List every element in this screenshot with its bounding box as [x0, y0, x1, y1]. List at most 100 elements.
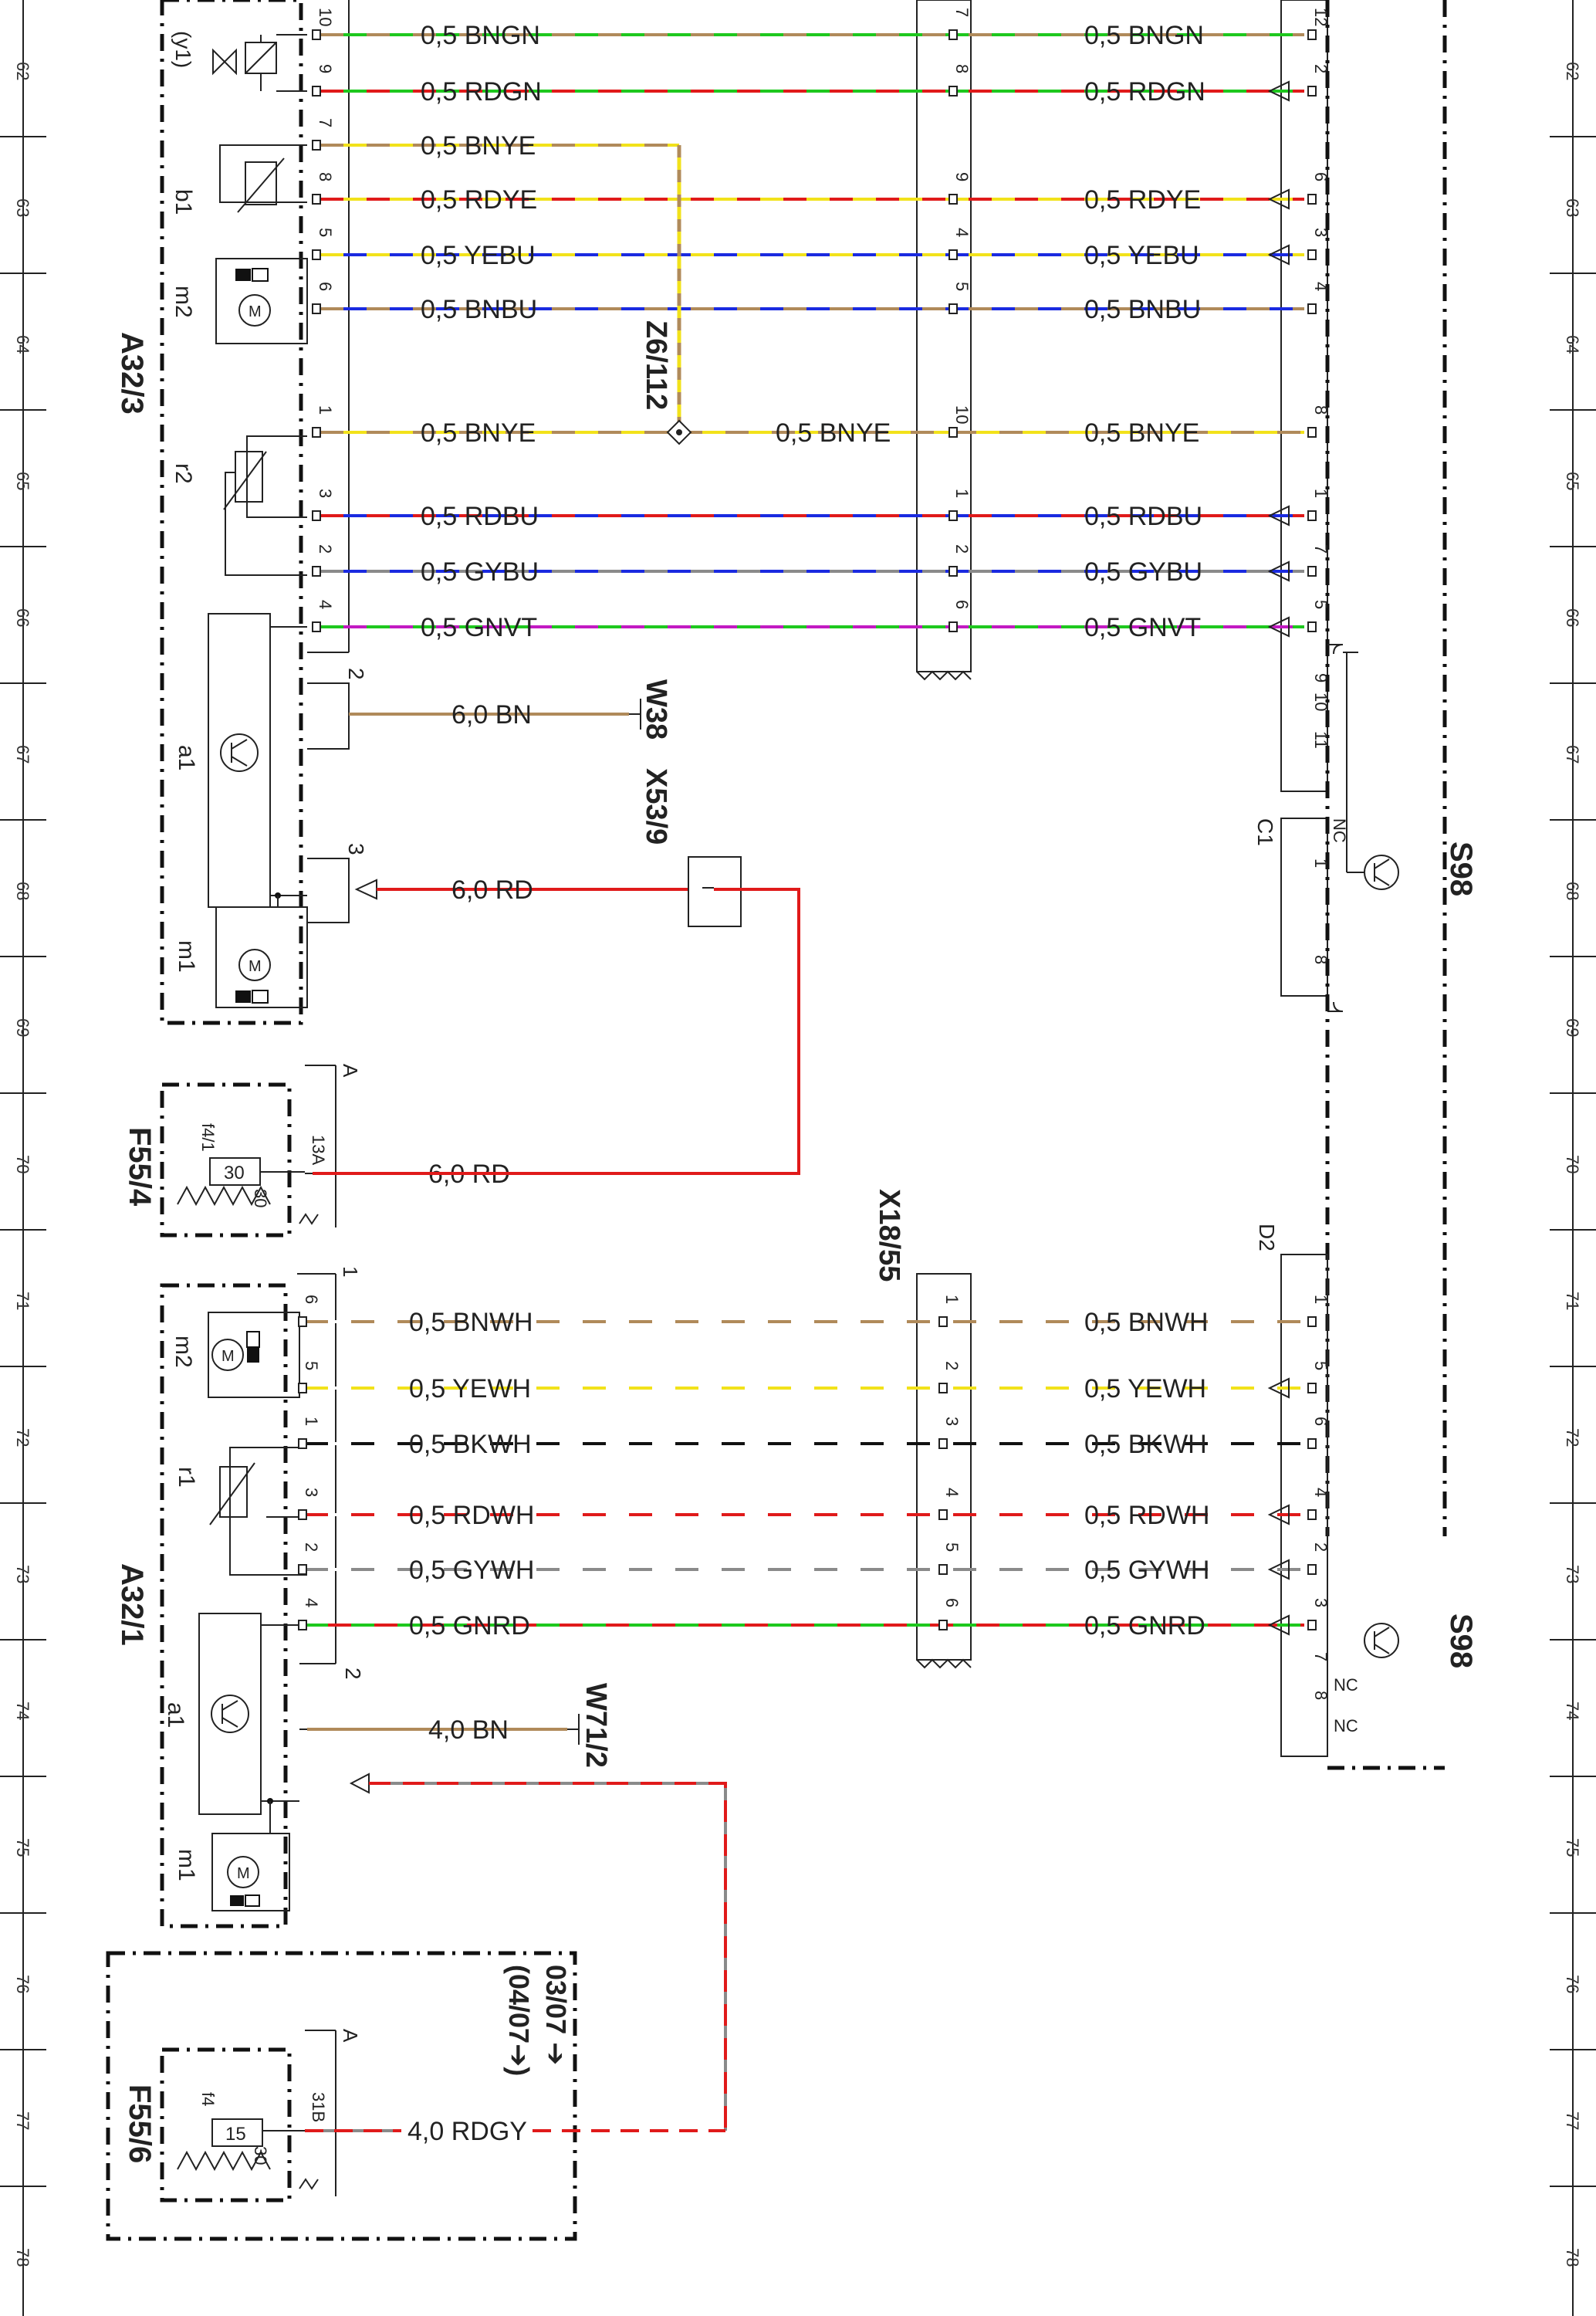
- motor-m1-top-label: m1: [174, 940, 199, 973]
- wire-bnwh-pin-right: 1: [1311, 1295, 1331, 1304]
- wire-rdbu-pin-mid: 1: [952, 489, 972, 498]
- wire-gnvt-label-right: 0,5 GNVT: [1084, 613, 1201, 642]
- svg-text:M: M: [249, 958, 262, 975]
- motor-m2-bottom-label: m2: [171, 1336, 196, 1368]
- wire-bnye-a-pin-left: 7: [316, 118, 335, 127]
- s98-top-c1-box: [1280, 818, 1328, 997]
- wire-rdwh-pin-right: 4: [1311, 1488, 1331, 1497]
- pin-label-3-top: 3: [344, 843, 368, 855]
- ruler-tick-label: 76: [1563, 1975, 1582, 1993]
- fuse-f55-6-pin: 31B: [309, 2092, 328, 2122]
- sensor-b1-label: b1: [171, 189, 196, 215]
- svg-text:30: 30: [251, 2146, 270, 2165]
- wire-gybu-label-right: 0,5 GYBU: [1084, 557, 1202, 587]
- ruler-tick-label: 72: [1563, 1428, 1582, 1447]
- module-a1-label: a1: [174, 745, 199, 770]
- valve-y1: (y1): [171, 31, 307, 92]
- wire-gywh-pin-mid: 5: [942, 1542, 962, 1552]
- wire-gnrd-pin-left: 4: [302, 1598, 321, 1607]
- pin-label-2-bottom: 2: [341, 1668, 365, 1680]
- connector-x18-55-label: X18/55: [873, 1189, 905, 1282]
- ruler-tick-label: 73: [13, 1565, 32, 1583]
- s98-top-pin-label: 8: [1311, 955, 1331, 964]
- ruler-tick-label: 64: [13, 335, 32, 354]
- wire-rdye-pin-mid: 9: [952, 172, 972, 181]
- wire-rd-6-label: 6,0 RD: [451, 875, 533, 905]
- wire-bnbu-label-left: 0,5 BNBU: [421, 295, 537, 324]
- ruler-tick-label: 63: [1563, 198, 1582, 217]
- wire-rdbu-label-right: 0,5 RDBU: [1084, 502, 1202, 531]
- wire-yewh-pin-left: 5: [302, 1361, 321, 1370]
- wire-bngn-label-left: 0,5 BNGN: [421, 21, 540, 50]
- date-note: 03/07 ➔: [540, 1965, 572, 2065]
- junction-z6-112: Z6/112: [640, 145, 692, 445]
- wire-rdbu-label-left: 0,5 RDBU: [421, 502, 539, 531]
- wire-rdwh-label-right: 0,5 RDWH: [1084, 1501, 1209, 1530]
- ruler-tick-label: 72: [13, 1428, 32, 1447]
- ruler-tick-label: 65: [1563, 472, 1582, 490]
- wire-rdgn-label-right: 0,5 RDGN: [1084, 77, 1205, 107]
- s98-top-c1-label: C1: [1253, 818, 1277, 846]
- power-top: 2 6,0 BN W38 3 6,0 RD X53/9 6,0 RD: [307, 668, 800, 1189]
- wire-bnye-b-pin-left: 1: [316, 405, 335, 415]
- s98-top-pin-label: 1: [1311, 858, 1331, 868]
- potentiometer-r1: r1: [174, 1447, 307, 1576]
- middle-connector-top: [916, 0, 972, 672]
- ruler-tick-label: 77: [13, 2111, 32, 2130]
- fuse-f55-6-label: F55/6: [123, 2084, 157, 2163]
- wire-yebu-label-left: 0,5 YEBU: [421, 241, 536, 270]
- module-a1-m1-bottom: M a1 m1: [163, 1613, 299, 1911]
- ruler-tick-label: 62: [13, 62, 32, 80]
- connector-x18-55: [916, 1273, 972, 1661]
- wire-rdye-label-right: 0,5 RDYE: [1084, 185, 1201, 215]
- wire-rdye-label-left: 0,5 RDYE: [421, 185, 537, 215]
- connector-x53-9: [688, 856, 742, 927]
- wire-bnwh-label-right: 0,5 BNWH: [1084, 1308, 1209, 1337]
- motor-m2-bottom: M m2: [171, 1312, 300, 1398]
- wire-rdgn-pin-left: 9: [316, 64, 335, 73]
- wire-bnbu-pin-mid: 5: [952, 282, 972, 291]
- module-a1-m1-top: M a1 m1: [174, 613, 308, 1008]
- wire-bnwh-pin-mid: 1: [942, 1295, 962, 1304]
- wire-bkwh-pin-left: 1: [302, 1417, 321, 1426]
- s98-top-pin-label: 10: [1311, 692, 1331, 711]
- ruler-tick-label: 65: [13, 472, 32, 490]
- junction-z6-112-label: Z6/112: [640, 320, 672, 410]
- wire-bnye-b-label-left: 0,5 BNYE: [421, 418, 536, 448]
- wire-yebu-pin-mid: 4: [952, 228, 972, 237]
- wire-bnwh-label-left: 0,5 BNWH: [409, 1308, 533, 1337]
- wire-rdye-pin-right: 6: [1311, 172, 1331, 181]
- wire-bnye-b-pin-mid: 10: [952, 405, 972, 424]
- ground-w71-2-label: W71/2: [580, 1683, 612, 1768]
- wire-bkwh-pin-right: 6: [1311, 1417, 1331, 1426]
- svg-text:f4/1: f4/1: [198, 1123, 218, 1152]
- wire-rdye-pin-left: 8: [316, 172, 335, 181]
- module-a1-bottom-label: a1: [163, 1702, 188, 1728]
- s98-bottom-d2-label: D2: [1255, 1224, 1279, 1251]
- wire-yebu-label-right: 0,5 YEBU: [1084, 241, 1199, 270]
- wire-gywh-pin-right: 2: [1311, 1542, 1331, 1552]
- motor-m2-top-label: m2: [171, 286, 196, 318]
- s98-top-boundary: [1325, 0, 1447, 1536]
- fuse-f55-4-label: F55/4: [123, 1127, 157, 1207]
- s98-top-label: S98: [1444, 841, 1478, 896]
- wire-gnvt-pin-right: 5: [1311, 600, 1331, 609]
- a32-1-label: A32/1: [115, 1563, 149, 1646]
- wire-gywh-label-left: 0,5 GYWH: [409, 1556, 534, 1585]
- ruler-tick-label: 67: [13, 745, 32, 764]
- sensor-b1: b1: [171, 144, 307, 215]
- ruler-tick-label: 69: [1563, 1018, 1582, 1037]
- ruler-tick-label: 75: [13, 1838, 32, 1857]
- wire-bn-6-label: 6,0 BN: [451, 700, 532, 730]
- potentiometer-r1-label: r1: [174, 1467, 199, 1488]
